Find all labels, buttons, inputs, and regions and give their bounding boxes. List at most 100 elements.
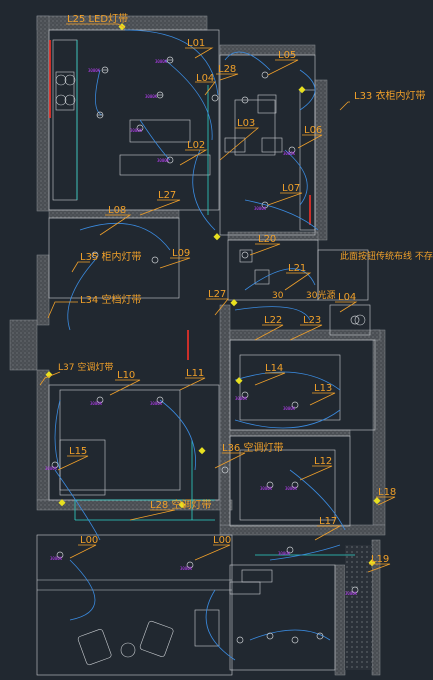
label-L09: L09 (172, 248, 190, 259)
label-L00-right: L00 (213, 535, 231, 546)
label-L07: L07 (282, 183, 300, 194)
stair-floor (345, 545, 372, 670)
label-L35: L35 柜内灯带 (80, 250, 141, 263)
red-led-strips (49, 40, 311, 360)
downlight (288, 146, 296, 154)
wall-bottom-right (219, 524, 386, 536)
svg-text:3000K: 3000K (145, 94, 158, 99)
downlight (166, 156, 174, 164)
downlight (211, 94, 219, 102)
svg-text:3000K: 3000K (278, 551, 291, 556)
svg-text:3000K: 3000K (90, 401, 103, 406)
label-L03: L03 (237, 118, 255, 129)
downlight (291, 636, 299, 644)
downlight (351, 586, 359, 594)
circuit-wiring (54, 29, 346, 661)
svg-text:3000K: 3000K (180, 566, 193, 571)
label-L23: L23 (303, 315, 321, 326)
svg-text:3000K: 3000K (50, 556, 63, 561)
wall-left-lower (36, 369, 50, 501)
svg-text:3000K: 3000K (254, 206, 267, 211)
label-L01: L01 (187, 38, 205, 49)
label-L25: L25 LED灯带 (67, 13, 128, 25)
downlight (241, 251, 249, 259)
label-L06: L06 (304, 125, 322, 136)
downlight (166, 56, 174, 64)
svg-text:3000K: 3000K (155, 59, 168, 64)
label-L21: L21 (288, 263, 306, 274)
label-L34: L34 空档灯带 (80, 293, 141, 306)
downlight (291, 481, 299, 489)
label-s2: 30光源 (306, 289, 335, 301)
downlight (261, 71, 269, 79)
downlight (286, 546, 294, 554)
circuit-labels: L25 LED灯带 L01 L05 L28 L04 L33 衣柜内灯带 L03 … (58, 13, 433, 565)
downlight (266, 632, 274, 640)
wall-right-upper (314, 79, 328, 241)
wall-stair-left (334, 564, 346, 676)
label-L27-top: L27 (158, 190, 176, 201)
downlight (236, 636, 244, 644)
label-L02: L02 (187, 140, 205, 151)
label-L05: L05 (278, 50, 296, 61)
svg-text:3000K: 3000K (150, 401, 163, 406)
label-L13: L13 (314, 383, 332, 394)
downlight (316, 632, 324, 640)
label-L04-mid: L04 (338, 292, 356, 303)
label-L28: L28 (218, 64, 236, 75)
label-L36: L36 空调灯带 (222, 441, 283, 454)
downlight (291, 401, 299, 409)
downlight (221, 466, 229, 474)
downlight (266, 481, 274, 489)
label-L20: L20 (258, 234, 276, 245)
svg-text:3000K: 3000K (88, 68, 101, 73)
svg-text:3000K: 3000K (235, 396, 248, 401)
leader-lines (39, 23, 396, 573)
downlight (241, 96, 249, 104)
cyan-profiles (74, 40, 355, 556)
svg-text:3000K: 3000K (260, 486, 273, 491)
label-s1: 30 (272, 291, 284, 301)
svg-text:3000K: 3000K (285, 486, 298, 491)
downlight (101, 66, 109, 74)
wall-top-right (219, 44, 316, 56)
wall-entry (9, 319, 38, 371)
svg-text:3000K: 3000K (130, 128, 143, 133)
wall-left-upper (36, 15, 50, 212)
label-L19: L19 (371, 554, 389, 565)
downlight (51, 461, 59, 469)
label-L27-mid: L27 (208, 289, 226, 300)
label-L08: L08 (108, 205, 126, 216)
label-L12: L12 (314, 456, 332, 467)
downlight (186, 561, 194, 569)
light-fixtures (51, 56, 360, 644)
label-L04: L04 (196, 73, 214, 84)
downlight (91, 251, 99, 259)
label-L14: L14 (265, 363, 283, 374)
label-L37: L37 空调灯带 (58, 361, 113, 373)
label-L17: L17 (319, 516, 337, 527)
label-note: 此面按钮传统布线 不存 (340, 250, 433, 262)
label-L18: L18 (378, 487, 396, 498)
svg-text:3000K: 3000K (283, 151, 296, 156)
downlight (96, 396, 104, 404)
walls (9, 15, 386, 676)
label-L33: L33 衣柜内灯带 (354, 89, 425, 102)
wall-left-mid (36, 254, 50, 326)
downlight (151, 256, 159, 264)
svg-text:3000K: 3000K (45, 466, 58, 471)
downlight (241, 391, 249, 399)
svg-text:3000K: 3000K (283, 406, 296, 411)
label-L28-bottom: L28 空调灯带 (150, 498, 211, 511)
svg-text:3000K: 3000K (157, 158, 170, 163)
downlight (136, 124, 144, 132)
label-L22: L22 (264, 315, 282, 326)
label-L00-left: L00 (80, 535, 98, 546)
label-L11: L11 (186, 368, 204, 379)
svg-text:3000K: 3000K (345, 591, 358, 596)
downlight (56, 551, 64, 559)
wall-interior-v (219, 304, 231, 526)
wall-room-split (229, 429, 351, 437)
